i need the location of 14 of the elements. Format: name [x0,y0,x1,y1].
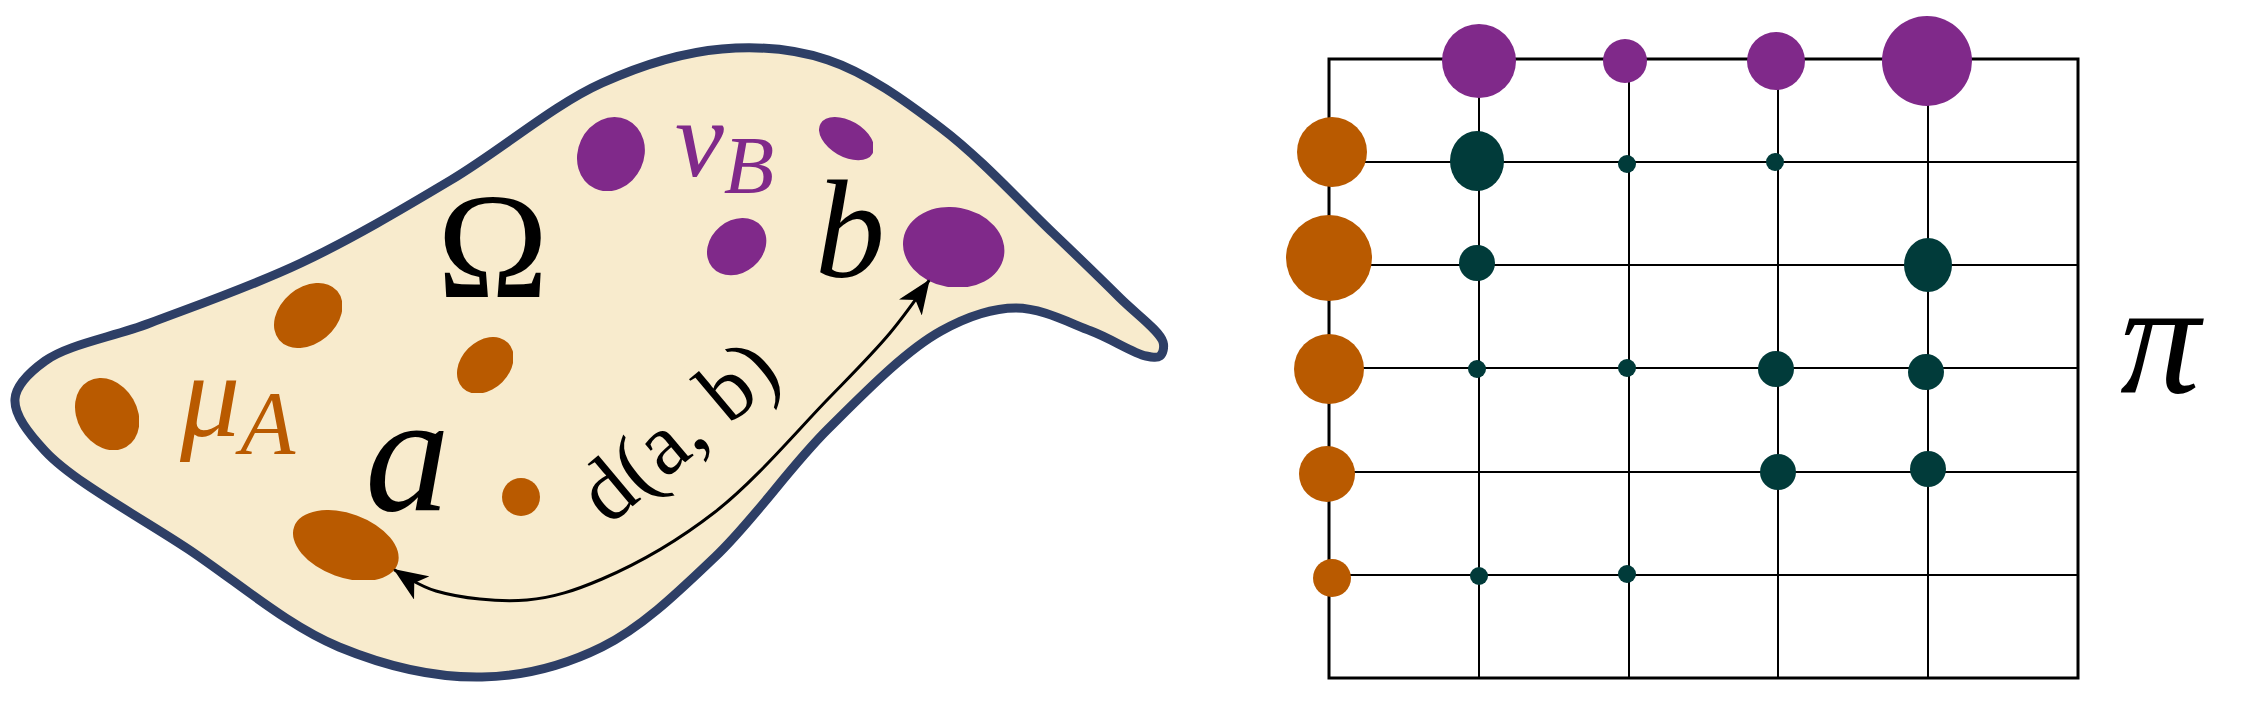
point-label: a [365,394,450,514]
ellipse [456,336,514,394]
ellipse [903,206,1005,288]
region-symbol: Ω [437,186,549,307]
measure-label: μ$_{A}$ [180,347,296,464]
dot [502,478,540,516]
ellipse [74,377,140,451]
ellipse [273,283,343,349]
ellipse [577,116,645,192]
double-arrow [393,279,931,603]
point-label: b [815,173,885,286]
ellipse [707,218,767,276]
measure-label: ν$_{B}$ [675,101,775,201]
ellipse [818,117,874,161]
